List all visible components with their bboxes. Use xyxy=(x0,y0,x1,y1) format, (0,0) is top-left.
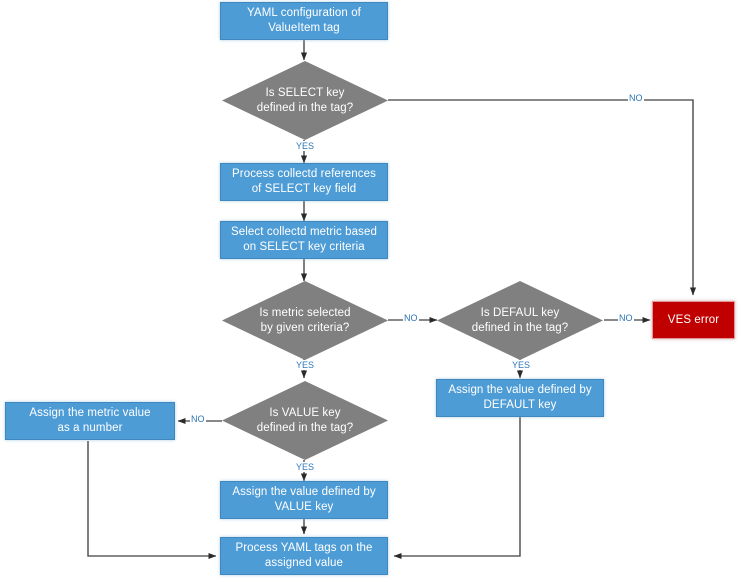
node-start[interactable]: YAML configuration of ValueItem tag xyxy=(220,2,388,40)
node-is-defaul-key-label: Is DEFAUL key defined in the tag? xyxy=(471,306,569,334)
node-is-metric-selected[interactable]: Is metric selected by given criteria? xyxy=(222,281,388,360)
edge-label-value-no: NO xyxy=(190,414,206,424)
node-process-yaml-tags[interactable]: Process YAML tags on the assigned value xyxy=(220,537,388,575)
node-assign-default[interactable]: Assign the value defined by DEFAULT key xyxy=(436,379,604,417)
node-select-collectd-metric-label: Select collectd metric based on SELECT k… xyxy=(231,226,377,253)
edge-is-select-no-to-ves-error xyxy=(388,99,697,296)
node-assign-default-label: Assign the value defined by DEFAULT key xyxy=(448,384,592,411)
node-assign-value-label: Assign the value defined by VALUE key xyxy=(232,486,376,513)
node-process-yaml-tags-label: Process YAML tags on the assigned value xyxy=(235,542,373,569)
node-ves-error[interactable]: VES error xyxy=(652,301,735,339)
node-is-metric-selected-label: Is metric selected by given criteria? xyxy=(259,306,351,334)
node-process-collectd-refs[interactable]: Process collectd references of SELECT ke… xyxy=(220,163,388,201)
edge-label-select-yes: YES xyxy=(295,141,316,151)
node-is-value-key[interactable]: Is VALUE key defined in the tag? xyxy=(222,381,388,460)
node-select-collectd-metric[interactable]: Select collectd metric based on SELECT k… xyxy=(220,221,388,259)
edge-label-select-no: NO xyxy=(628,93,644,103)
edge-assign-metric-number-to-process-yaml xyxy=(87,441,217,560)
node-assign-metric-number-label: Assign the metric value as a number xyxy=(29,407,151,434)
edge-label-metric-yes: YES xyxy=(295,360,316,370)
edge-label-defaul-no: NO xyxy=(618,313,634,323)
node-assign-metric-number[interactable]: Assign the metric value as a number xyxy=(5,402,175,440)
node-is-defaul-key[interactable]: Is DEFAUL key defined in the tag? xyxy=(437,281,603,360)
edge-label-value-yes: YES xyxy=(295,462,316,472)
node-start-label: YAML configuration of ValueItem tag xyxy=(247,7,361,34)
edge-label-metric-no: NO xyxy=(403,313,419,323)
edge-label-defaul-yes: YES xyxy=(511,360,532,370)
node-ves-error-label: VES error xyxy=(667,313,720,326)
node-is-select-key-label: Is SELECT key defined in the tag? xyxy=(256,86,354,114)
node-is-value-key-label: Is VALUE key defined in the tag? xyxy=(256,406,354,434)
edge-assign-default-to-process-yaml xyxy=(393,417,521,560)
node-process-collectd-refs-label: Process collectd references of SELECT ke… xyxy=(232,168,376,195)
node-assign-value[interactable]: Assign the value defined by VALUE key xyxy=(220,481,388,519)
node-is-select-key[interactable]: Is SELECT key defined in the tag? xyxy=(222,61,388,140)
